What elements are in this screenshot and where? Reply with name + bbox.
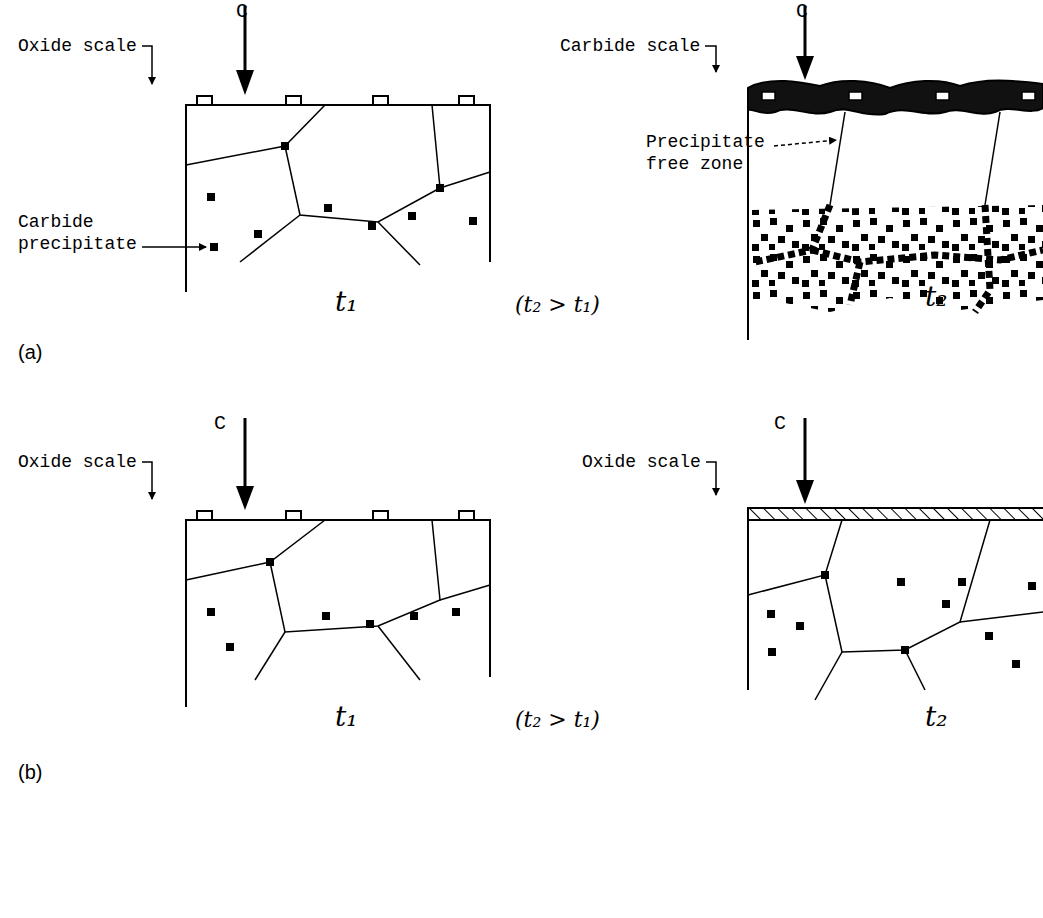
panel-a-t1 <box>142 6 490 292</box>
carbide-dots-b-t1 <box>207 558 460 651</box>
scale-label: Oxide scale <box>582 452 701 474</box>
time-label: t₁ <box>335 285 357 319</box>
panel-label: (b) <box>18 760 42 784</box>
scale-label: Oxide scale <box>18 36 137 58</box>
precipitate-label: Carbide precipitate <box>18 212 148 255</box>
scale-label: Carbide scale <box>560 36 700 58</box>
carbide-dots-b-t2 <box>767 571 1036 668</box>
flux-label: C <box>236 0 248 24</box>
zone-label: Precipitate free zone <box>646 132 771 175</box>
flux-label: C <box>796 0 808 24</box>
time-label: t₂ <box>925 280 947 314</box>
time-label: t₂ <box>925 700 947 734</box>
carbide-dots-a-t1 <box>207 142 477 251</box>
flux-label: C <box>774 412 786 436</box>
scale-label: Oxide scale <box>18 452 137 474</box>
time-label: t₁ <box>335 700 357 734</box>
time-comparison: (t₂ > t₁) <box>515 707 600 733</box>
panel-a-t2 <box>705 6 1043 340</box>
panel-label: (a) <box>18 340 42 364</box>
panel-b-t1 <box>142 418 490 707</box>
flux-label: C <box>214 412 226 436</box>
time-comparison: (t₂ > t₁) <box>515 292 600 318</box>
panel-b-t2 <box>706 418 1043 700</box>
